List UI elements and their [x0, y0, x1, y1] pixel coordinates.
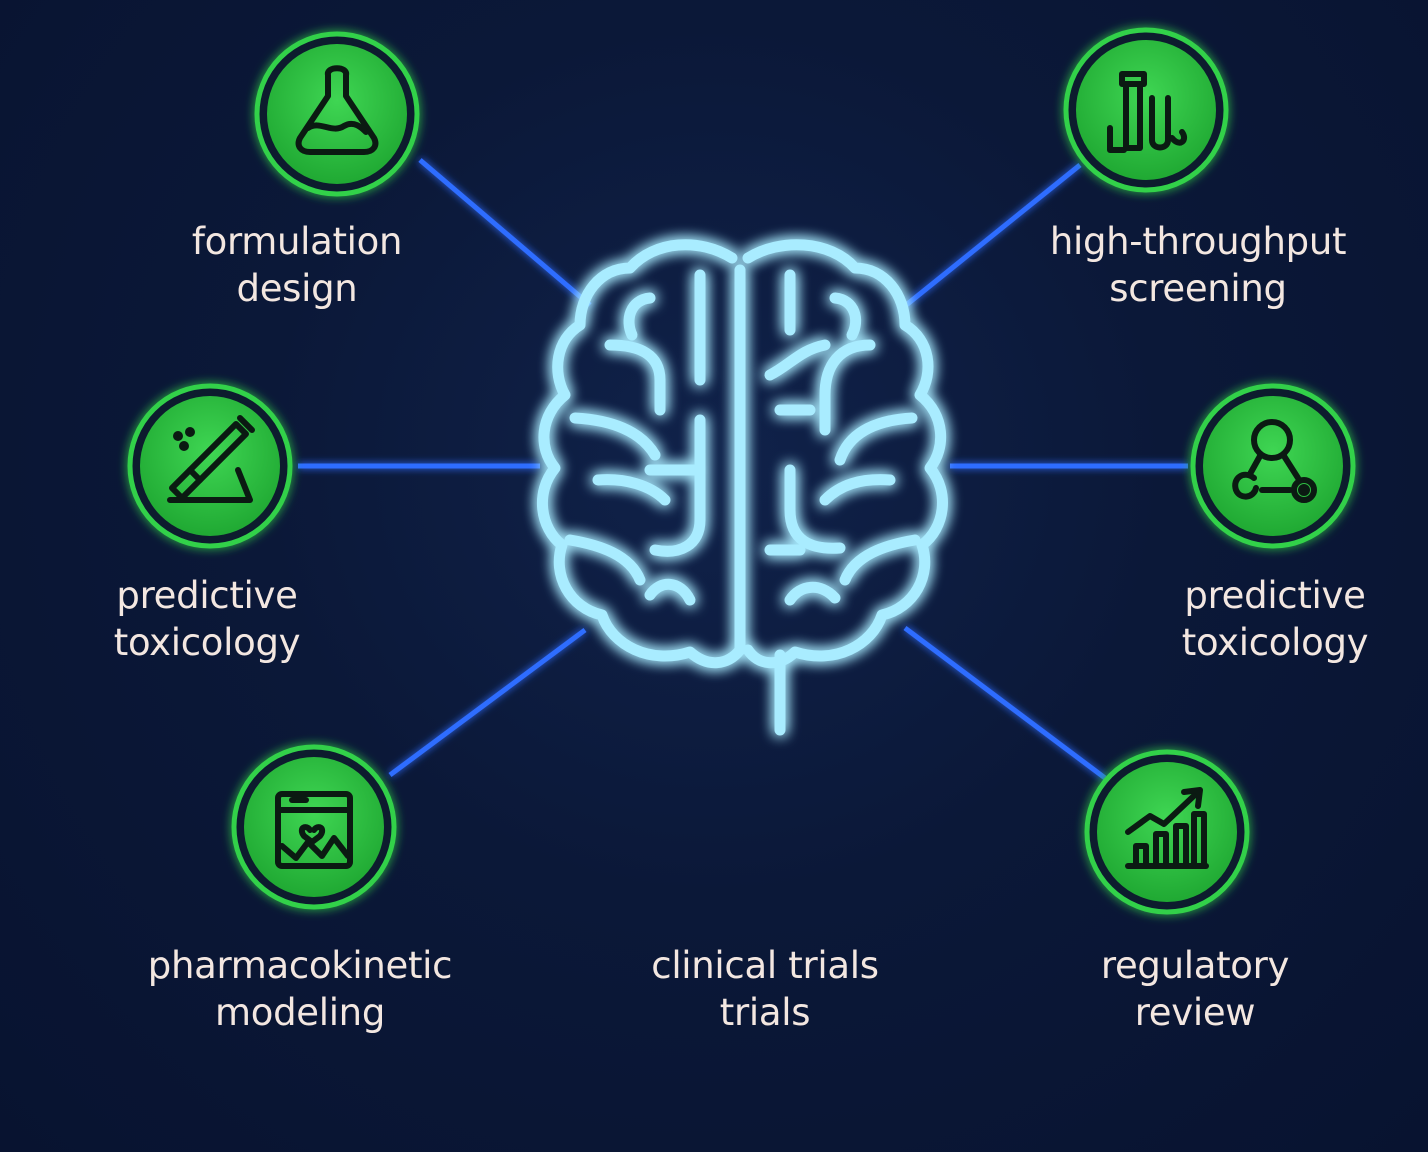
node-formulation	[254, 31, 420, 197]
flask-icon	[295, 65, 379, 155]
label-formulation: formulation design	[137, 218, 457, 312]
label-line: regulatory	[1100, 944, 1290, 987]
label-line: clinical trials	[651, 944, 879, 987]
label-clinical: clinical trials trials	[600, 942, 930, 1036]
label-line: toxicology	[113, 621, 301, 664]
test-tubes-icon	[1107, 71, 1188, 153]
node-toxicology-left	[127, 383, 293, 549]
bar-chart-arrow-icon	[1125, 787, 1209, 869]
node-screening	[1063, 27, 1229, 193]
label-line: formulation	[191, 220, 403, 263]
label-line: screening	[1109, 267, 1287, 310]
label-line: high-throughput	[1049, 220, 1347, 263]
connector-regulatory	[903, 626, 1107, 780]
molecule-icon	[1232, 419, 1317, 503]
label-toxicology-right: predictive toxicology	[1130, 572, 1420, 666]
calendar-chart-icon	[275, 791, 353, 869]
syringe-icon	[167, 415, 255, 503]
connector-formulation	[418, 158, 592, 307]
label-line: predictive	[116, 574, 298, 617]
label-line: modeling	[214, 991, 386, 1034]
label-line: review	[1134, 991, 1256, 1034]
label-line: trials	[719, 991, 811, 1034]
label-line: predictive	[1184, 574, 1366, 617]
node-regulatory	[1084, 749, 1250, 915]
connector-pharmacokinetic	[388, 627, 587, 778]
label-line: pharmacokinetic	[147, 944, 453, 987]
node-toxicology-right	[1190, 383, 1356, 549]
label-regulatory: regulatory review	[1040, 942, 1350, 1036]
label-pharmacokinetic: pharmacokinetic modeling	[105, 942, 495, 1036]
label-line: toxicology	[1181, 621, 1369, 664]
label-toxicology-left: predictive toxicology	[62, 572, 352, 666]
brain-icon	[536, 239, 948, 736]
node-pharmacokinetic	[231, 744, 397, 910]
connector-screening	[898, 163, 1082, 312]
connector-lines	[298, 158, 1188, 780]
label-line: design	[236, 267, 358, 310]
label-screening: high-throughput screening	[1010, 218, 1386, 312]
